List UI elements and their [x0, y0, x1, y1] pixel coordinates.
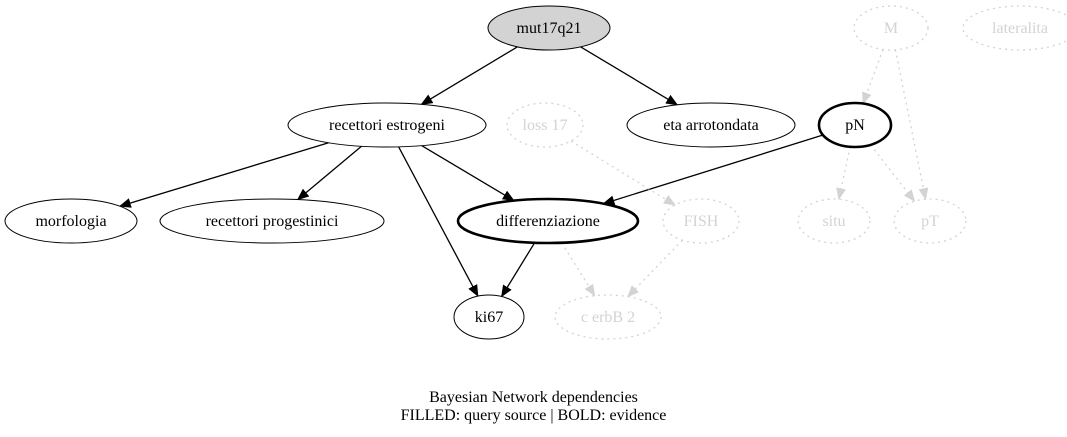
- edge-recettori_estrogeni-to-ki67: [398, 146, 479, 297]
- node-ellipse-loss17: [506, 102, 584, 148]
- node-pT: pT: [893, 198, 967, 244]
- node-label-lateralita: lateralita: [992, 20, 1048, 37]
- node-label-situ: situ: [822, 213, 845, 230]
- node-M: M: [853, 5, 929, 51]
- edge-differenziazione-to-ki67: [501, 242, 536, 298]
- node-ellipse-differenziazione: [456, 197, 640, 245]
- node-ellipse-FISH: [662, 198, 740, 244]
- edges-layer: [118, 46, 929, 298]
- edge-recettori_estrogeni-to-differenziazione: [421, 145, 515, 202]
- node-ellipse-ki67: [453, 294, 525, 340]
- edge-mut17q21-to-eta_arrotondata: [580, 46, 679, 106]
- edge-differenziazione-to-c_erbB_2: [561, 242, 596, 297]
- caption-title: Bayesian Network dependencies: [429, 389, 638, 406]
- node-c_erbB_2: c erbB 2: [554, 294, 662, 340]
- edge-recettori_estrogeni-to-morfologia: [118, 142, 329, 208]
- node-label-recettori_progestinici: recettori progestinici: [206, 213, 339, 230]
- node-ellipse-recettori_estrogeni: [287, 102, 487, 148]
- node-situ: situ: [797, 198, 871, 244]
- node-ellipse-pN: [817, 101, 893, 149]
- node-lateralita: lateralita: [962, 5, 1067, 51]
- node-ellipse-recettori_progestinici: [159, 198, 385, 244]
- edge-pN-to-situ: [836, 146, 851, 201]
- node-label-loss17: loss 17: [523, 117, 568, 134]
- node-label-ki67: ki67: [475, 309, 503, 326]
- node-eta_arrotondata: eta arrotondata: [626, 102, 796, 148]
- node-label-differenziazione: differenziazione: [496, 213, 600, 230]
- node-morfologia: morfologia: [4, 198, 138, 244]
- node-ki67: ki67: [453, 294, 525, 340]
- node-label-M: M: [884, 20, 898, 37]
- node-label-morfologia: morfologia: [35, 213, 106, 230]
- node-FISH: FISH: [662, 198, 740, 244]
- node-mut17q21: mut17q21: [487, 5, 611, 51]
- node-loss17: loss 17: [506, 102, 584, 148]
- node-ellipse-morfologia: [4, 198, 138, 244]
- edge-pN-to-pT: [869, 144, 916, 202]
- node-label-c_erbB_2: c erbB 2: [581, 309, 635, 326]
- node-differenziazione: differenziazione: [456, 197, 640, 245]
- edge-mut17q21-to-recettori_estrogeni: [420, 46, 518, 105]
- node-label-pN: pN: [845, 117, 865, 134]
- edge-pN-to-differenziazione: [602, 134, 824, 206]
- edge-loss17-to-FISH: [570, 140, 676, 206]
- node-pN: pN: [817, 101, 893, 149]
- edge-FISH-to-c_erbB_2: [627, 239, 683, 298]
- node-ellipse-M: [853, 5, 929, 51]
- node-ellipse-mut17q21: [487, 5, 611, 51]
- node-label-mut17q21: mut17q21: [517, 20, 582, 37]
- edge-M-to-pN: [862, 49, 884, 105]
- caption-legend: FILLED: query source | BOLD: evidence: [400, 407, 667, 424]
- node-recettori_estrogeni: recettori estrogeni: [287, 102, 487, 148]
- edge-M-to-pT: [894, 49, 929, 201]
- node-label-eta_arrotondata: eta arrotondata: [663, 117, 759, 134]
- edge-recettori_estrogeni-to-recettori_progestinici: [296, 145, 362, 201]
- node-label-pT: pT: [921, 213, 939, 230]
- node-recettori_progestinici: recettori progestinici: [159, 198, 385, 244]
- node-ellipse-pT: [893, 198, 967, 244]
- node-ellipse-situ: [797, 198, 871, 244]
- node-label-recettori_estrogeni: recettori estrogeni: [329, 117, 446, 134]
- node-ellipse-c_erbB_2: [554, 294, 662, 340]
- node-ellipse-eta_arrotondata: [626, 102, 796, 148]
- node-label-FISH: FISH: [684, 213, 719, 230]
